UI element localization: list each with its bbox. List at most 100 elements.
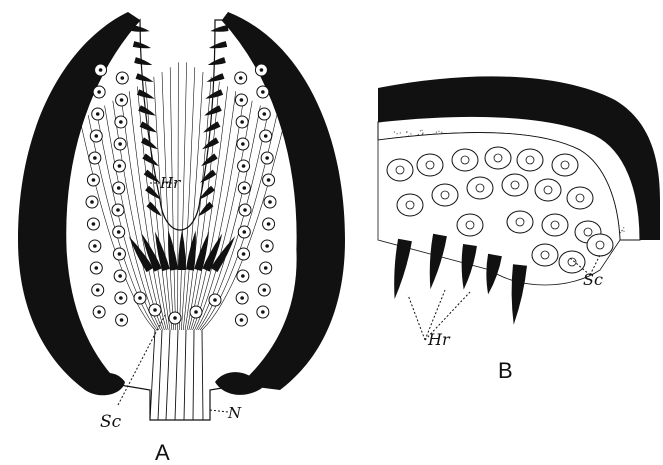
cell-nucleus: [96, 112, 100, 116]
cell-nucleus: [93, 156, 97, 160]
stipple-dot: [397, 133, 398, 134]
panel-letter-a: A: [155, 440, 170, 465]
cell-nucleus: [173, 316, 177, 320]
label-a-sc: Sc: [100, 412, 122, 432]
cell-nucleus: [406, 201, 414, 209]
cell-nucleus: [119, 120, 123, 124]
cell-nucleus: [541, 251, 549, 259]
stipple-dot: [394, 131, 395, 132]
stipple-dot: [406, 131, 407, 132]
cell-nucleus: [90, 200, 94, 204]
cell-nucleus: [94, 134, 98, 138]
stipple-dot: [410, 133, 411, 134]
stipple-dot: [622, 230, 623, 231]
cell-nucleus: [99, 68, 103, 72]
stipple-dot: [623, 227, 624, 228]
cell-nucleus: [118, 142, 122, 146]
sensory-hair: [512, 264, 527, 324]
cell-nucleus: [119, 296, 123, 300]
cell-nucleus: [96, 288, 100, 292]
cell-nucleus: [97, 310, 101, 314]
cell-nucleus: [118, 274, 122, 278]
panel-letter-b: B: [498, 358, 513, 383]
cell-nucleus: [241, 274, 245, 278]
cell-nucleus: [117, 186, 121, 190]
cell-nucleus: [242, 164, 246, 168]
cell-nucleus: [551, 221, 559, 229]
cell-nucleus: [242, 186, 246, 190]
stipple-dot: [438, 131, 439, 132]
cell-nucleus: [262, 112, 266, 116]
stipple-dot: [418, 134, 419, 135]
cell-nucleus: [240, 98, 244, 102]
cell-nucleus: [261, 310, 265, 314]
cell-nucleus: [97, 90, 101, 94]
cell-nucleus: [194, 310, 198, 314]
cell-nucleus: [561, 161, 569, 169]
cell-nucleus: [268, 200, 272, 204]
cell-nucleus: [441, 191, 449, 199]
cell-nucleus: [242, 230, 246, 234]
cell-nucleus: [93, 244, 97, 248]
cell-nucleus: [117, 230, 121, 234]
cell-nucleus: [138, 296, 142, 300]
cell-nucleus: [584, 228, 592, 236]
stipple-dot: [400, 132, 401, 133]
sensory-hair: [133, 41, 151, 48]
cell-nucleus: [511, 181, 519, 189]
cell-nucleus: [153, 308, 157, 312]
label-b-hr: Hr: [427, 330, 451, 349]
cell-nucleus: [526, 156, 534, 164]
cell-nucleus: [240, 296, 244, 300]
cell-nucleus: [241, 142, 245, 146]
cell-nucleus: [576, 194, 584, 202]
cell-nucleus: [265, 156, 269, 160]
leader-a-n: [210, 410, 228, 412]
cell-nucleus: [265, 244, 269, 248]
cell-nucleus: [544, 186, 552, 194]
cell-nucleus: [120, 318, 124, 322]
cell-nucleus: [116, 208, 120, 212]
stipple-dot: [623, 231, 624, 232]
stipple-dot: [421, 130, 422, 131]
cell-nucleus: [243, 208, 247, 212]
sensory-hair: [430, 234, 447, 289]
cell-nucleus: [92, 178, 96, 182]
label-b-sc: Sc: [583, 270, 603, 289]
cell-nucleus: [242, 252, 246, 256]
cell-nucleus: [213, 298, 217, 302]
sense-organ-body: [66, 20, 298, 420]
stipple-dot: [422, 132, 423, 133]
cell-nucleus: [466, 221, 474, 229]
cell-nucleus: [494, 154, 502, 162]
panel-a: Hr Sc N A: [18, 12, 345, 465]
sensory-hair: [462, 244, 477, 290]
stipple-dot: [422, 134, 423, 135]
cell-nucleus: [240, 318, 244, 322]
cell-nucleus: [94, 266, 98, 270]
cell-nucleus: [516, 218, 524, 226]
cell-nucleus: [476, 184, 484, 192]
cell-nucleus: [461, 156, 469, 164]
label-a-hr: Hr: [159, 174, 181, 192]
cell-nucleus: [264, 266, 268, 270]
cell-nucleus: [264, 134, 268, 138]
sensory-hair: [394, 239, 412, 299]
cell-nucleus: [120, 98, 124, 102]
cell-nucleus: [267, 222, 271, 226]
cell-nucleus: [267, 178, 271, 182]
stipple-dot: [620, 232, 621, 233]
stipple-dot: [436, 132, 437, 133]
cell-nucleus: [261, 90, 265, 94]
panel-b: Hr Sc B: [378, 76, 660, 383]
cell-nucleus: [396, 166, 404, 174]
cell-nucleus: [120, 76, 124, 80]
cell-nucleus: [118, 252, 122, 256]
label-a-n: N: [227, 404, 242, 422]
cell-nucleus: [239, 76, 243, 80]
cell-nucleus: [240, 120, 244, 124]
cell-nucleus: [596, 241, 604, 249]
cell-nucleus: [118, 164, 122, 168]
cell-nucleus: [426, 161, 434, 169]
